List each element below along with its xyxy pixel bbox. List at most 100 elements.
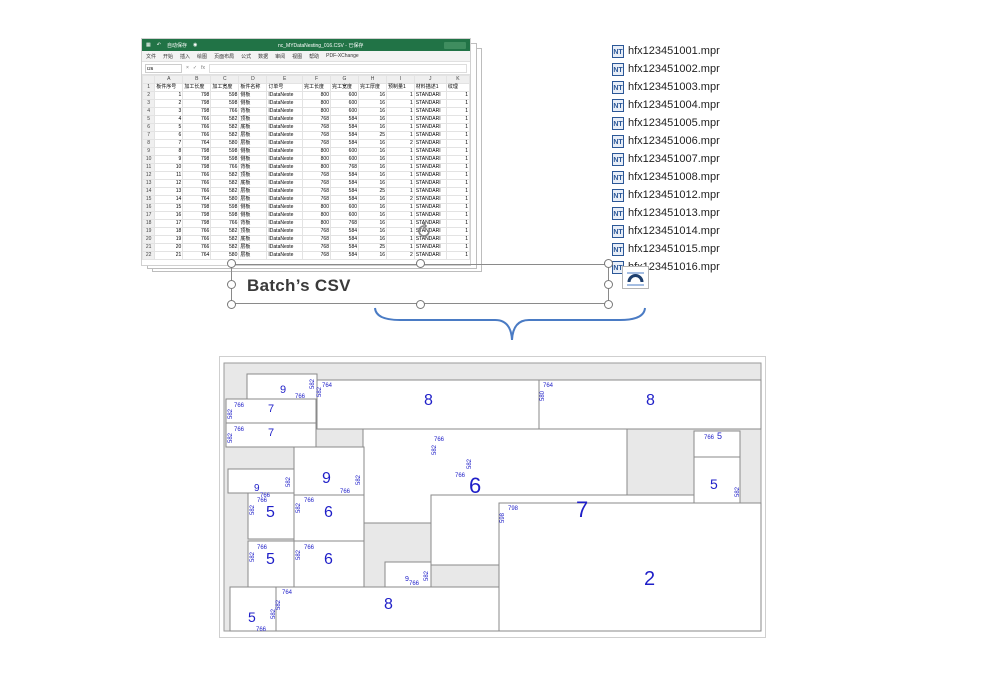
column-letter[interactable]: B xyxy=(182,75,212,84)
sheet-cell[interactable]: 582 xyxy=(210,227,240,236)
sheet-cell[interactable]: 1 xyxy=(445,123,471,132)
layout-options-button[interactable] xyxy=(622,266,649,289)
sheet-cell[interactable]: 582 xyxy=(210,171,240,180)
sheet-cell[interactable]: 完工宽度 xyxy=(329,83,360,92)
row-number[interactable]: 22 xyxy=(141,251,156,260)
undo-icon[interactable]: ↶ xyxy=(156,42,161,48)
sheet-cell[interactable]: STANDARI xyxy=(413,179,447,188)
sheet-cell[interactable]: 背板 xyxy=(238,163,268,172)
sheet-cell[interactable]: 768 xyxy=(301,115,331,124)
row-number[interactable]: 8 xyxy=(141,139,156,148)
sheet-cell[interactable]: IDataNeste xyxy=(266,115,303,124)
sheet-cell[interactable]: 21 xyxy=(154,251,184,260)
sheet-cell[interactable]: 1 xyxy=(445,219,471,228)
rotate-handle-icon[interactable] xyxy=(414,221,434,241)
sheet-cell[interactable]: IDataNeste xyxy=(266,227,303,236)
sheet-cell[interactable]: IDataNeste xyxy=(266,107,303,116)
sheet-cell[interactable]: 1 xyxy=(445,99,471,108)
sheet-cell[interactable]: STANDARI xyxy=(413,171,447,180)
confirm-icon[interactable]: ✓ xyxy=(192,65,198,71)
sheet-cell[interactable]: 1 xyxy=(386,171,415,180)
sheet-cell[interactable]: 16 xyxy=(154,211,184,220)
sheet-cell[interactable]: 16 xyxy=(358,251,388,260)
sheet-cell[interactable]: 14 xyxy=(154,195,184,204)
sheet-cell[interactable]: 背板 xyxy=(238,219,268,228)
row-number[interactable]: 17 xyxy=(141,211,156,220)
sheet-cell[interactable]: 侧板 xyxy=(238,211,268,220)
sheet-cell[interactable]: 766 xyxy=(182,179,212,188)
sheet-cell[interactable]: 层板 xyxy=(238,243,268,252)
ribbon-tab[interactable]: 帮助 xyxy=(309,53,320,60)
name-box[interactable]: I26 xyxy=(145,63,182,73)
sheet-cell[interactable]: 798 xyxy=(182,211,212,220)
sheet-cell[interactable]: 2 xyxy=(386,195,415,204)
sheet-cell[interactable]: 16 xyxy=(358,171,388,180)
sheet-cell[interactable]: STANDARI xyxy=(413,107,447,116)
sheet-cell[interactable]: IDataNeste xyxy=(266,99,303,108)
sheet-cell[interactable]: 16 xyxy=(358,219,388,228)
sheet-cell[interactable]: 584 xyxy=(329,115,360,124)
row-number[interactable]: 16 xyxy=(141,203,156,212)
sheet-cell[interactable]: 582 xyxy=(210,243,240,252)
sheet-cell[interactable]: 16 xyxy=(358,99,388,108)
sheet-cell[interactable]: 800 xyxy=(301,155,331,164)
sheet-cell[interactable]: 800 xyxy=(301,107,331,116)
sheet-cell[interactable]: 582 xyxy=(210,123,240,132)
row-number[interactable]: 19 xyxy=(141,227,156,236)
sheet-cell[interactable]: 1 xyxy=(386,99,415,108)
sheet-cell[interactable]: 侧板 xyxy=(238,91,268,100)
row-number[interactable]: 14 xyxy=(141,187,156,196)
sheet-cell[interactable]: 25 xyxy=(358,243,388,252)
sheet-cell[interactable]: 800 xyxy=(301,147,331,156)
sheet-cell[interactable]: 764 xyxy=(182,139,212,148)
ribbon-tab[interactable]: 开始 xyxy=(163,53,174,60)
sheet-cell[interactable]: IDataNeste xyxy=(266,131,303,140)
sheet-cell[interactable]: IDataNeste xyxy=(266,171,303,180)
sheet-cell[interactable]: 16 xyxy=(358,123,388,132)
sheet-cell[interactable]: 16 xyxy=(358,179,388,188)
sheet-cell[interactable]: STANDARI xyxy=(413,91,447,100)
sheet-cell[interactable]: 798 xyxy=(182,99,212,108)
sheet-cell[interactable]: 材料描述1 xyxy=(413,83,447,92)
sheet-cell[interactable]: 1 xyxy=(386,203,415,212)
sheet-cell[interactable]: 9 xyxy=(154,155,184,164)
row-number[interactable]: 5 xyxy=(141,115,156,124)
sheet-cell[interactable]: 板件序号 xyxy=(154,83,184,92)
sheet-cell[interactable]: 1 xyxy=(445,211,471,220)
sheet-cell[interactable]: 6 xyxy=(154,131,184,140)
sheet-cell[interactable]: 798 xyxy=(182,219,212,228)
sheet-cell[interactable]: 766 xyxy=(182,123,212,132)
sheet-cell[interactable]: 层板 xyxy=(238,251,268,260)
sheet-cell[interactable]: STANDARI xyxy=(413,211,447,220)
sheet-cell[interactable]: 798 xyxy=(182,203,212,212)
sheet-cell[interactable]: 背板 xyxy=(238,107,268,116)
column-letter[interactable]: E xyxy=(266,75,303,84)
sheet-cell[interactable]: 2 xyxy=(386,251,415,260)
sheet-cell[interactable]: 598 xyxy=(210,99,240,108)
sheet-cell[interactable]: 10 xyxy=(154,163,184,172)
sheet-cell[interactable]: IDataNeste xyxy=(266,219,303,228)
sheet-cell[interactable]: 584 xyxy=(329,243,360,252)
sheet-cell[interactable]: STANDARI xyxy=(413,139,447,148)
sheet-cell[interactable]: 1 xyxy=(445,139,471,148)
sheet-cell[interactable]: 1 xyxy=(386,115,415,124)
sheet-cell[interactable]: 4 xyxy=(154,115,184,124)
sheet-cell[interactable]: 1 xyxy=(445,187,471,196)
row-number[interactable]: 4 xyxy=(141,107,156,116)
ribbon-tab[interactable]: 数据 xyxy=(258,53,269,60)
sheet-cell[interactable]: 800 xyxy=(301,91,331,100)
excel-window[interactable]: ▦ ↶ 自动保存 ◉ nc_MYDataNesting_016.CSV - 已保… xyxy=(141,38,471,266)
fx-icon[interactable]: fx xyxy=(201,65,206,71)
sheet-cell[interactable]: 768 xyxy=(301,179,331,188)
sheet-cell[interactable]: 584 xyxy=(329,195,360,204)
sheet-cell[interactable]: 1 xyxy=(386,123,415,132)
sheet-cell[interactable]: IDataNeste xyxy=(266,211,303,220)
sheet-cell[interactable]: STANDARI xyxy=(413,251,447,260)
sheet-cell[interactable]: 顶板 xyxy=(238,115,268,124)
sheet-cell[interactable]: 1 xyxy=(386,187,415,196)
sheet-cell[interactable]: 600 xyxy=(329,155,360,164)
sheet-cell[interactable]: 预制量1 xyxy=(386,83,415,92)
